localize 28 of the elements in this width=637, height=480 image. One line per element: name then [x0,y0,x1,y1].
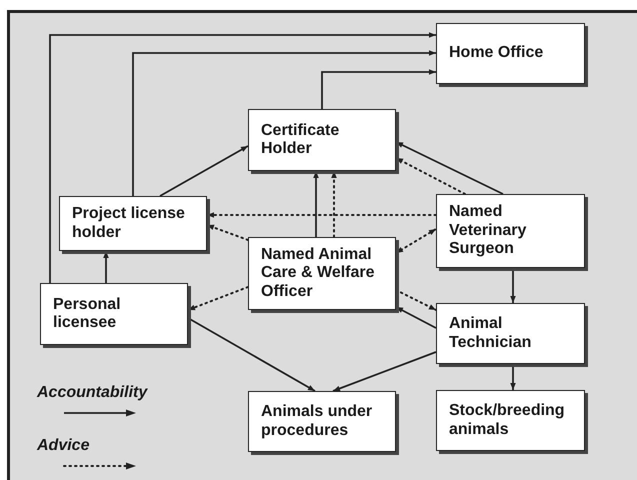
box-label: Personal licensee [53,296,122,332]
box-label: Certificate Holder [261,122,340,158]
box-label: Named Veterinary Surgeon [449,203,528,259]
process-box [248,391,396,452]
arrow [103,251,109,283]
legend-label: Advice [37,436,90,456]
arrow [49,32,436,283]
arrow [332,351,436,392]
legend-label: Accountability [37,383,148,403]
process-box [436,23,585,84]
process-box [248,237,396,310]
arrow [313,171,319,237]
process-box [436,390,585,451]
box-label: Animals under procedures [261,403,374,440]
arrow [321,69,436,109]
arrow [132,50,436,196]
process-box [40,283,188,345]
arrow [510,268,516,303]
box-label: Animal Technician [449,315,532,352]
arrow [160,145,248,197]
box-label: Home Office [449,44,544,63]
process-box [248,109,396,171]
process-box [59,196,207,251]
process-box [436,194,585,268]
box-label: Project license holder [72,205,186,242]
process-box [436,303,585,364]
box-label: Stock/breeding animals [449,402,566,439]
box-label: Named Animal Care & Welfare Officer [261,246,376,302]
